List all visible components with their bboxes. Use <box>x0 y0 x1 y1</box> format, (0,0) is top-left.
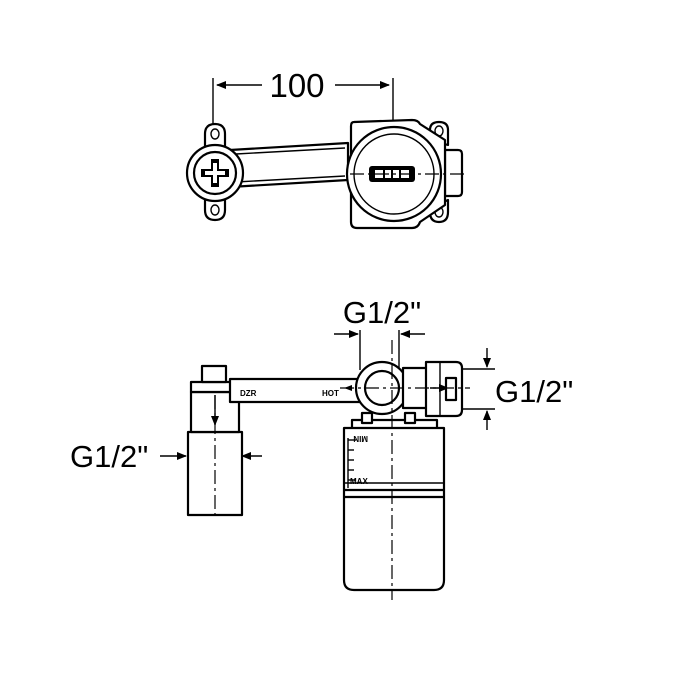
dimension-100-label: 100 <box>269 67 324 104</box>
body-top-label: MIN <box>353 434 368 443</box>
dimension-inlet-top-label: G1/2" <box>343 295 421 330</box>
dimension-outlet-right-label: G1/2" <box>495 374 573 409</box>
body-mid-label: MAX <box>350 477 368 486</box>
side-view: G1/2" G1/2" G1/2" DZR HOT <box>70 295 573 600</box>
top-view: 100 <box>185 67 465 230</box>
pipe-right-label: HOT <box>322 389 339 398</box>
cross-fitting-icon <box>201 159 229 187</box>
dimension-inlet-left-label: G1/2" <box>70 439 148 474</box>
pipe-left-label: DZR <box>240 389 257 398</box>
